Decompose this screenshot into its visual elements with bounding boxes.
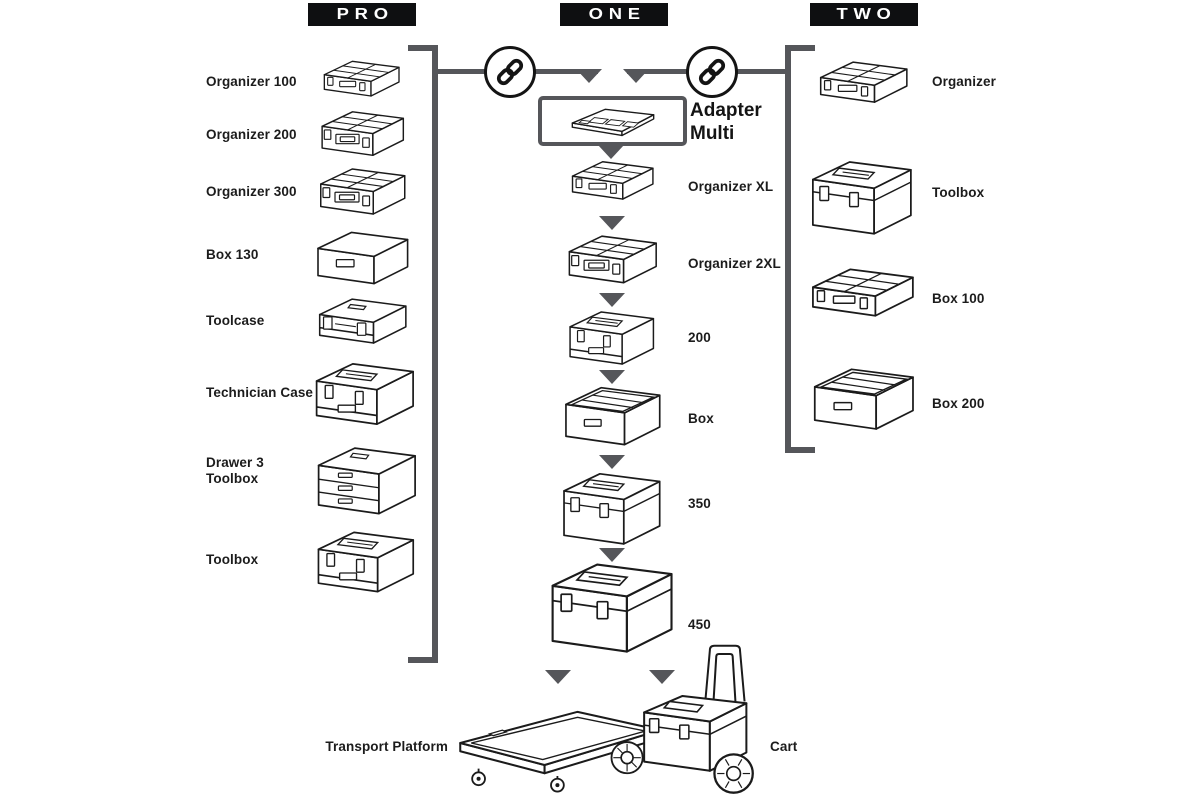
product-label: Organizer 100 bbox=[206, 74, 297, 89]
arrow-down-icon bbox=[599, 370, 625, 384]
product-drawer-3-toolbox bbox=[310, 438, 422, 522]
product-label: Technician Case bbox=[206, 385, 314, 400]
arrow-down-icon bbox=[598, 145, 624, 159]
product-organizer-200 bbox=[303, 106, 421, 164]
product-organizer-2xl bbox=[547, 230, 677, 292]
two-bracket-line bbox=[785, 45, 791, 453]
product-label: Box bbox=[688, 411, 714, 426]
product-label: Box 100 bbox=[932, 291, 985, 306]
product-350 bbox=[546, 467, 676, 549]
product-cart bbox=[627, 643, 769, 800]
header-one-label: ONE bbox=[588, 5, 646, 23]
product-technician-case bbox=[308, 356, 420, 432]
two-bracket-cap-bottom bbox=[785, 447, 815, 453]
product-label: 200 bbox=[688, 330, 711, 345]
product-label: Toolcase bbox=[206, 313, 265, 328]
product-box-100 bbox=[804, 262, 920, 332]
product-label: Box 130 bbox=[206, 247, 259, 262]
arrow-down-icon bbox=[599, 455, 625, 469]
arrow-down-icon bbox=[599, 216, 625, 230]
product-label: Toolbox bbox=[206, 552, 259, 567]
product-label: 350 bbox=[688, 496, 711, 511]
product-box-200 bbox=[806, 362, 920, 438]
arrow-down-icon bbox=[623, 69, 649, 83]
header-two-label: TWO bbox=[836, 5, 897, 23]
pro-bracket-cap-top bbox=[408, 45, 438, 51]
header-pro-label: PRO bbox=[336, 5, 394, 23]
product-label: Cart bbox=[770, 739, 798, 754]
product-label: Drawer 3 Toolbox bbox=[206, 455, 264, 486]
product-adapter-multi bbox=[538, 96, 687, 146]
arrow-down-icon bbox=[576, 69, 602, 83]
product-label: Toolbox bbox=[932, 185, 985, 200]
product-organizer-xl bbox=[553, 156, 671, 212]
arrow-down-icon bbox=[545, 670, 571, 684]
product-toolbox-pro bbox=[310, 523, 420, 601]
product-label: Box 200 bbox=[932, 396, 985, 411]
adapter-multi-art bbox=[549, 101, 677, 141]
two-bracket-cap-top bbox=[785, 45, 815, 51]
product-label: Adapter Multi bbox=[690, 100, 762, 144]
arrow-down-icon bbox=[599, 548, 625, 562]
product-label: Organizer XL bbox=[688, 179, 774, 194]
arrow-down-icon bbox=[599, 293, 625, 307]
product-label: Transport Platform bbox=[325, 739, 448, 754]
product-label: 450 bbox=[688, 617, 711, 632]
product-organizer-two bbox=[806, 56, 920, 116]
header-two: TWO bbox=[810, 3, 918, 26]
product-label: Organizer 2XL bbox=[688, 256, 781, 271]
arrow-down-icon bbox=[649, 670, 675, 684]
header-one: ONE bbox=[560, 3, 668, 26]
product-label: Organizer 200 bbox=[206, 127, 297, 142]
header-pro: PRO bbox=[308, 3, 416, 26]
product-box-130 bbox=[306, 226, 418, 290]
product-label: Organizer bbox=[932, 74, 996, 89]
product-box bbox=[550, 381, 674, 453]
product-toolcase bbox=[306, 293, 418, 353]
product-organizer-300 bbox=[303, 163, 421, 223]
product-toolbox-two bbox=[800, 155, 922, 239]
product-200 bbox=[549, 306, 673, 370]
product-label: Organizer 300 bbox=[206, 184, 297, 199]
chain-link-icon bbox=[686, 46, 738, 98]
pro-bracket-cap-bottom bbox=[408, 657, 438, 663]
pro-bracket-line bbox=[432, 45, 438, 663]
product-organizer-100 bbox=[303, 56, 419, 108]
chain-link-icon bbox=[484, 46, 536, 98]
